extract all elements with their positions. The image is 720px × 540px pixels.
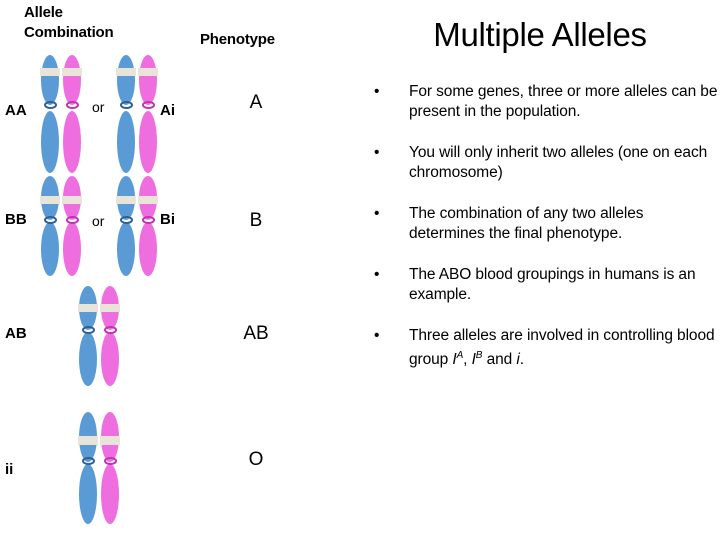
- list-item-text: The ABO blood groupings in humans is an …: [409, 266, 696, 303]
- chromosome-band: [78, 304, 98, 312]
- bullet-marker-icon: •: [374, 266, 380, 283]
- phenotype-value-a: A: [249, 92, 263, 113]
- chromosome-pair: [40, 176, 83, 276]
- genotype-label-ii: ii: [5, 461, 14, 478]
- chromosome-pink: [100, 412, 120, 524]
- centromere-marker: [43, 216, 57, 224]
- centromere-marker: [119, 216, 133, 224]
- chromosome-pair: [116, 176, 159, 276]
- centromere-marker: [43, 101, 57, 109]
- list-item: • For some genes, three or more alleles …: [372, 82, 720, 122]
- genotype-label-ab: AB: [5, 325, 27, 342]
- phenotype-value-o: O: [248, 449, 264, 470]
- centromere-marker: [141, 101, 155, 109]
- chromosome-blue: [116, 176, 136, 276]
- chromosome-band: [62, 68, 82, 76]
- chromosome-pink: [62, 176, 82, 276]
- chromosome-pink: [138, 55, 158, 173]
- chromosome-pair: [78, 286, 121, 386]
- chromosome-band: [78, 436, 98, 445]
- chromosome-blue: [78, 412, 98, 524]
- genotype-row-b: BB or: [0, 176, 360, 276]
- chromosome-band: [40, 196, 60, 204]
- chromosome-band: [100, 304, 120, 312]
- centromere-marker: [119, 101, 133, 109]
- list-item: • The combination of any two alleles det…: [372, 204, 720, 244]
- list-item-text: For some genes, three or more alleles ca…: [409, 83, 718, 120]
- centromere-marker: [65, 216, 79, 224]
- phenotype-value-b: B: [249, 210, 263, 231]
- genotype-label-aa: AA: [5, 102, 27, 119]
- list-item-text: Three alleles are involved in controllin…: [409, 327, 715, 369]
- list-item: • The ABO blood groupings in humans is a…: [372, 265, 720, 305]
- centromere-marker: [103, 457, 117, 465]
- genotype-label-ai: Ai: [160, 102, 175, 119]
- or-separator: or: [92, 99, 105, 115]
- list-item-text: You will only inherit two alleles (one o…: [409, 144, 708, 181]
- genotype-row-ab: AB AB: [0, 286, 360, 386]
- bullet-list: • For some genes, three or more alleles …: [372, 82, 720, 391]
- chromosome-band: [62, 196, 82, 204]
- chromosome-band: [138, 196, 158, 204]
- chromosome-blue: [40, 55, 60, 173]
- chromosome-pink: [100, 286, 120, 386]
- genotype-label-bi: Bi: [160, 211, 175, 228]
- chromosome-band: [100, 436, 120, 445]
- chromosome-pair: [78, 412, 121, 524]
- bullet-marker-icon: •: [374, 205, 380, 222]
- bullet-marker-icon: •: [374, 144, 380, 161]
- chromosome-band: [138, 68, 158, 76]
- centromere-marker: [65, 101, 79, 109]
- centromere-marker: [81, 457, 95, 465]
- content-panel: Multiple Alleles • For some genes, three…: [360, 0, 720, 540]
- bullet-marker-icon: •: [374, 83, 380, 100]
- chromosome-band: [116, 196, 136, 204]
- chromosome-blue: [40, 176, 60, 276]
- column-header-phenotype: Phenotype: [200, 31, 275, 48]
- centromere-marker: [141, 216, 155, 224]
- genotype-row-a: AA or: [0, 55, 360, 173]
- chromosome-pink: [62, 55, 82, 173]
- or-separator: or: [92, 213, 105, 229]
- list-item: • Three alleles are involved in controll…: [372, 326, 720, 370]
- centromere-marker: [103, 326, 117, 334]
- column-header-allele-combination: Allele Combination: [24, 4, 114, 41]
- chromosome-pair: [116, 55, 159, 173]
- genotype-row-o: ii O: [0, 412, 360, 530]
- chromosome-blue: [78, 286, 98, 386]
- chromosome-pink: [138, 176, 158, 276]
- chromosome-band: [40, 68, 60, 76]
- list-item-text: The combination of any two alleles deter…: [409, 205, 644, 242]
- chromosome-blue: [116, 55, 136, 173]
- centromere-marker: [81, 326, 95, 334]
- phenotype-value-ab: AB: [243, 323, 269, 344]
- list-item: • You will only inherit two alleles (one…: [372, 143, 720, 183]
- genotype-label-bb: BB: [5, 211, 27, 228]
- page-title: Multiple Alleles: [433, 16, 647, 53]
- allele-diagram-panel: Allele Combination Phenotype AA or: [0, 4, 360, 530]
- bullet-marker-icon: •: [374, 327, 380, 344]
- chromosome-band: [116, 68, 136, 76]
- chromosome-pair: [40, 55, 83, 173]
